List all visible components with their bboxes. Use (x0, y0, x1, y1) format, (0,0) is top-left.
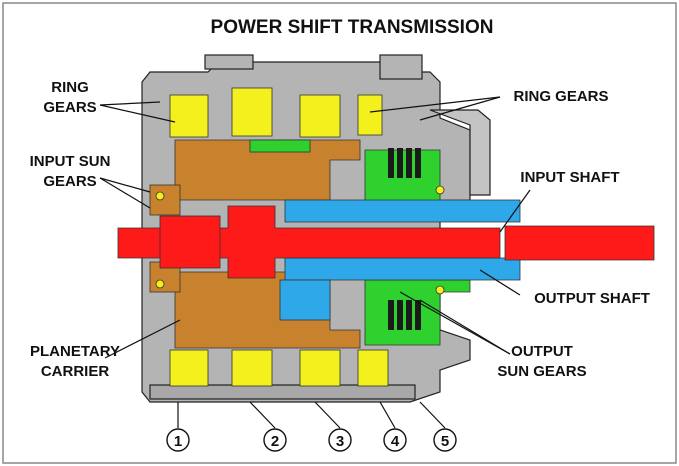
ring-gears-bottom (169, 349, 389, 387)
clutch-number-circle-4 (383, 428, 407, 452)
label-ring-gears-left-1: RING (51, 79, 89, 96)
clutch-number-circle-1 (166, 428, 190, 452)
label-output-shaft: OUTPUT SHAFT (534, 290, 650, 307)
label-input-sun-gears-1: INPUT SUN (30, 153, 111, 170)
clutch-number-circle-2 (263, 428, 287, 452)
input-shaft (117, 205, 655, 279)
label-output-sun-gears-2: SUN GEARS (497, 363, 586, 380)
label-output-sun-gears-1: OUTPUT (511, 343, 573, 360)
clutch-number-circle-3 (328, 428, 352, 452)
clutch-packs (388, 148, 421, 330)
output-shaft (279, 199, 521, 321)
label-input-shaft: INPUT SHAFT (520, 169, 619, 186)
clutch-number-2: 2 (271, 433, 279, 450)
label-input-sun-gears-2: GEARS (43, 173, 96, 190)
label-ring-gears-right: RING GEARS (513, 88, 608, 105)
clutch-number-markers: 1 2 3 4 5 (166, 428, 457, 452)
ring-gears-top (169, 87, 383, 138)
bearings (155, 185, 445, 295)
leader-lines (99, 96, 531, 429)
clutch-number-4: 4 (391, 433, 400, 450)
label-planetary-carrier-1: PLANETARY (30, 343, 120, 360)
clutch-number-circle-5 (433, 428, 457, 452)
label-ring-gears-left-2: GEARS (43, 99, 96, 116)
clutch-number-1: 1 (174, 433, 182, 450)
diagram-title: POWER SHIFT TRANSMISSION (211, 17, 494, 38)
clutch-number-5: 5 (441, 433, 449, 450)
clutch-number-3: 3 (336, 433, 344, 450)
label-planetary-carrier-2: CARRIER (41, 363, 110, 380)
